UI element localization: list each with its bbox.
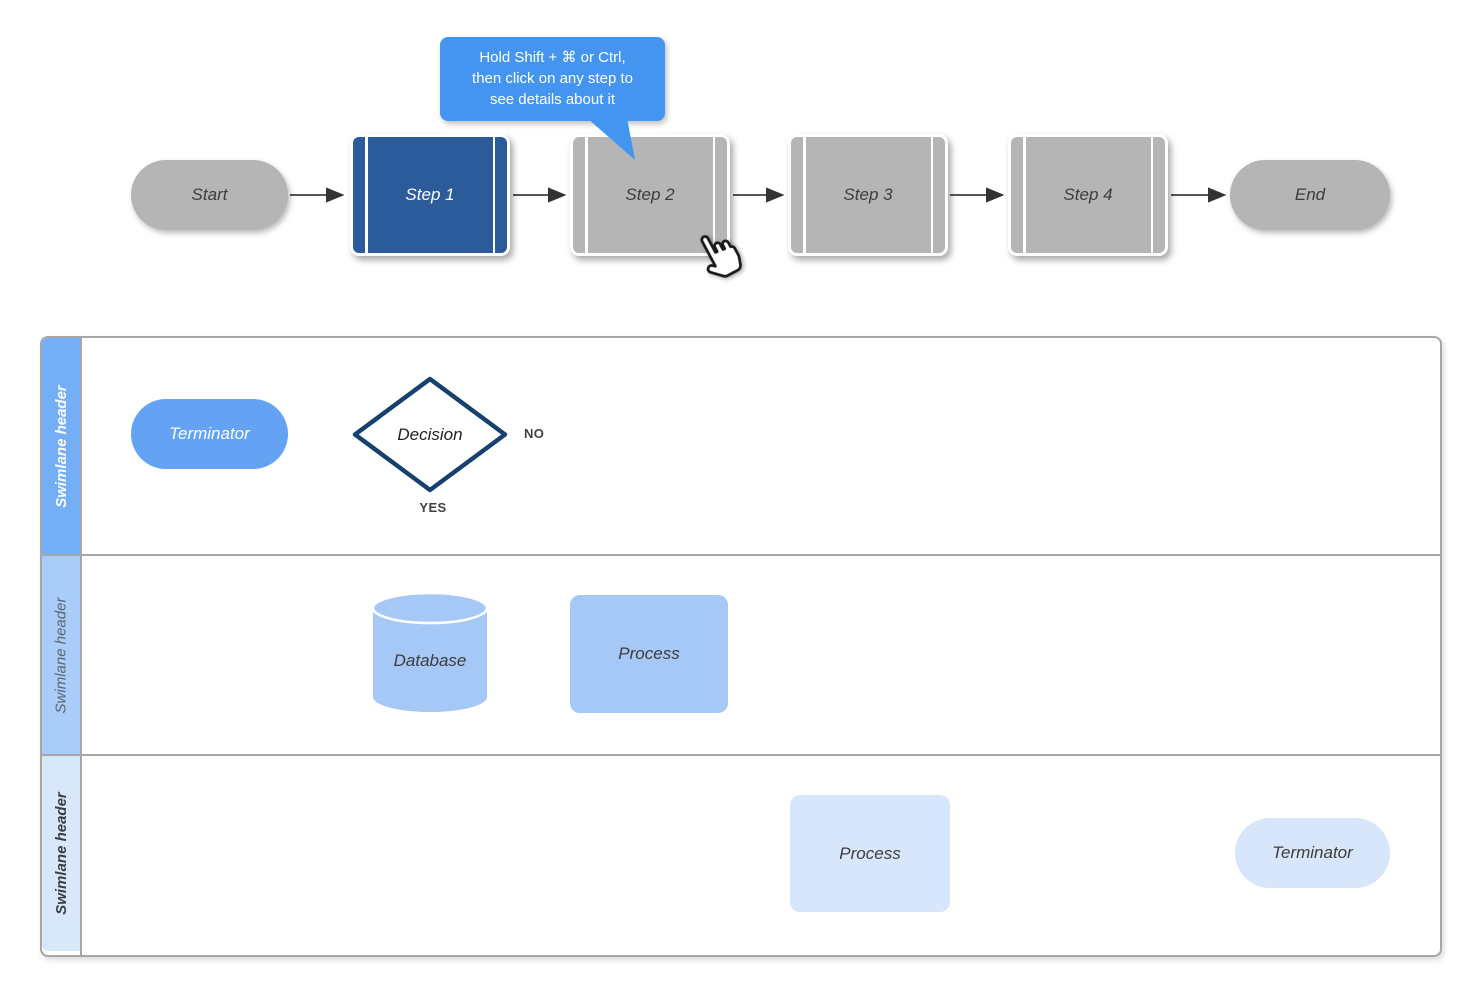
step-inner-line (585, 137, 588, 253)
step-inner-line (803, 137, 806, 253)
process-bottom-label: Process (839, 843, 901, 863)
process-mid-label: Process (618, 644, 680, 663)
edge-label-yes: YES (409, 500, 457, 515)
end-label: End (1294, 185, 1326, 204)
swimlane-header-2[interactable]: Swimlane header (42, 556, 80, 754)
hint-line-2: then click on any step to (472, 70, 633, 87)
step-inner-line (1150, 137, 1153, 253)
step-inner-line (492, 137, 495, 253)
swimlane-header-3-label: Swimlane header (52, 792, 70, 915)
swimlane-header-1[interactable]: Swimlane header (42, 338, 80, 554)
hint-line-1: Hold Shift + ⌘ or Ctrl, (479, 49, 626, 66)
end-terminator[interactable]: End (1230, 160, 1390, 230)
swimlane-header-3[interactable]: Swimlane header (42, 756, 80, 951)
lane-divider-1 (42, 554, 1440, 556)
step-inner-line (712, 137, 715, 253)
decision-diamond[interactable]: Decision (352, 376, 508, 493)
step-4[interactable]: Step 4 (1008, 134, 1168, 256)
start-terminator[interactable]: Start (131, 160, 288, 230)
step-3-label: Step 3 (843, 185, 893, 204)
step-1-label: Step 1 (405, 185, 455, 204)
header-column-border (80, 338, 82, 955)
database-cylinder[interactable]: Database (371, 591, 489, 713)
lane-divider-2 (42, 754, 1440, 756)
step-inner-line (1023, 137, 1026, 253)
process-bottom[interactable]: Process (790, 795, 950, 912)
terminator-end[interactable]: Terminator (1235, 818, 1390, 888)
step-inner-line (365, 137, 368, 253)
step-4-label: Step 4 (1063, 185, 1113, 204)
terminator-end-label: Terminator (1272, 843, 1353, 862)
swimlane-header-1-label: Swimlane header (52, 384, 70, 508)
tooltip-tail (587, 118, 635, 160)
start-label: Start (191, 185, 228, 204)
step-3[interactable]: Step 3 (788, 134, 948, 256)
terminator-start[interactable]: Terminator (131, 399, 288, 469)
step-1[interactable]: Step 1 (350, 134, 510, 256)
hint-line-3: see details about it (489, 91, 616, 108)
database-label: Database (393, 650, 467, 670)
process-mid[interactable]: Process (570, 595, 728, 713)
terminator-start-label: Terminator (169, 424, 250, 443)
step-inner-line (930, 137, 933, 253)
swimlane-header-2-label: Swimlane header (52, 597, 70, 713)
hand-cursor-icon (690, 222, 750, 284)
edge-label-no: NO (521, 426, 548, 441)
decision-label: Decision (397, 424, 463, 444)
step-2-label: Step 2 (625, 185, 675, 204)
hint-tooltip: Hold Shift + ⌘ or Ctrl, then click on an… (440, 37, 665, 121)
